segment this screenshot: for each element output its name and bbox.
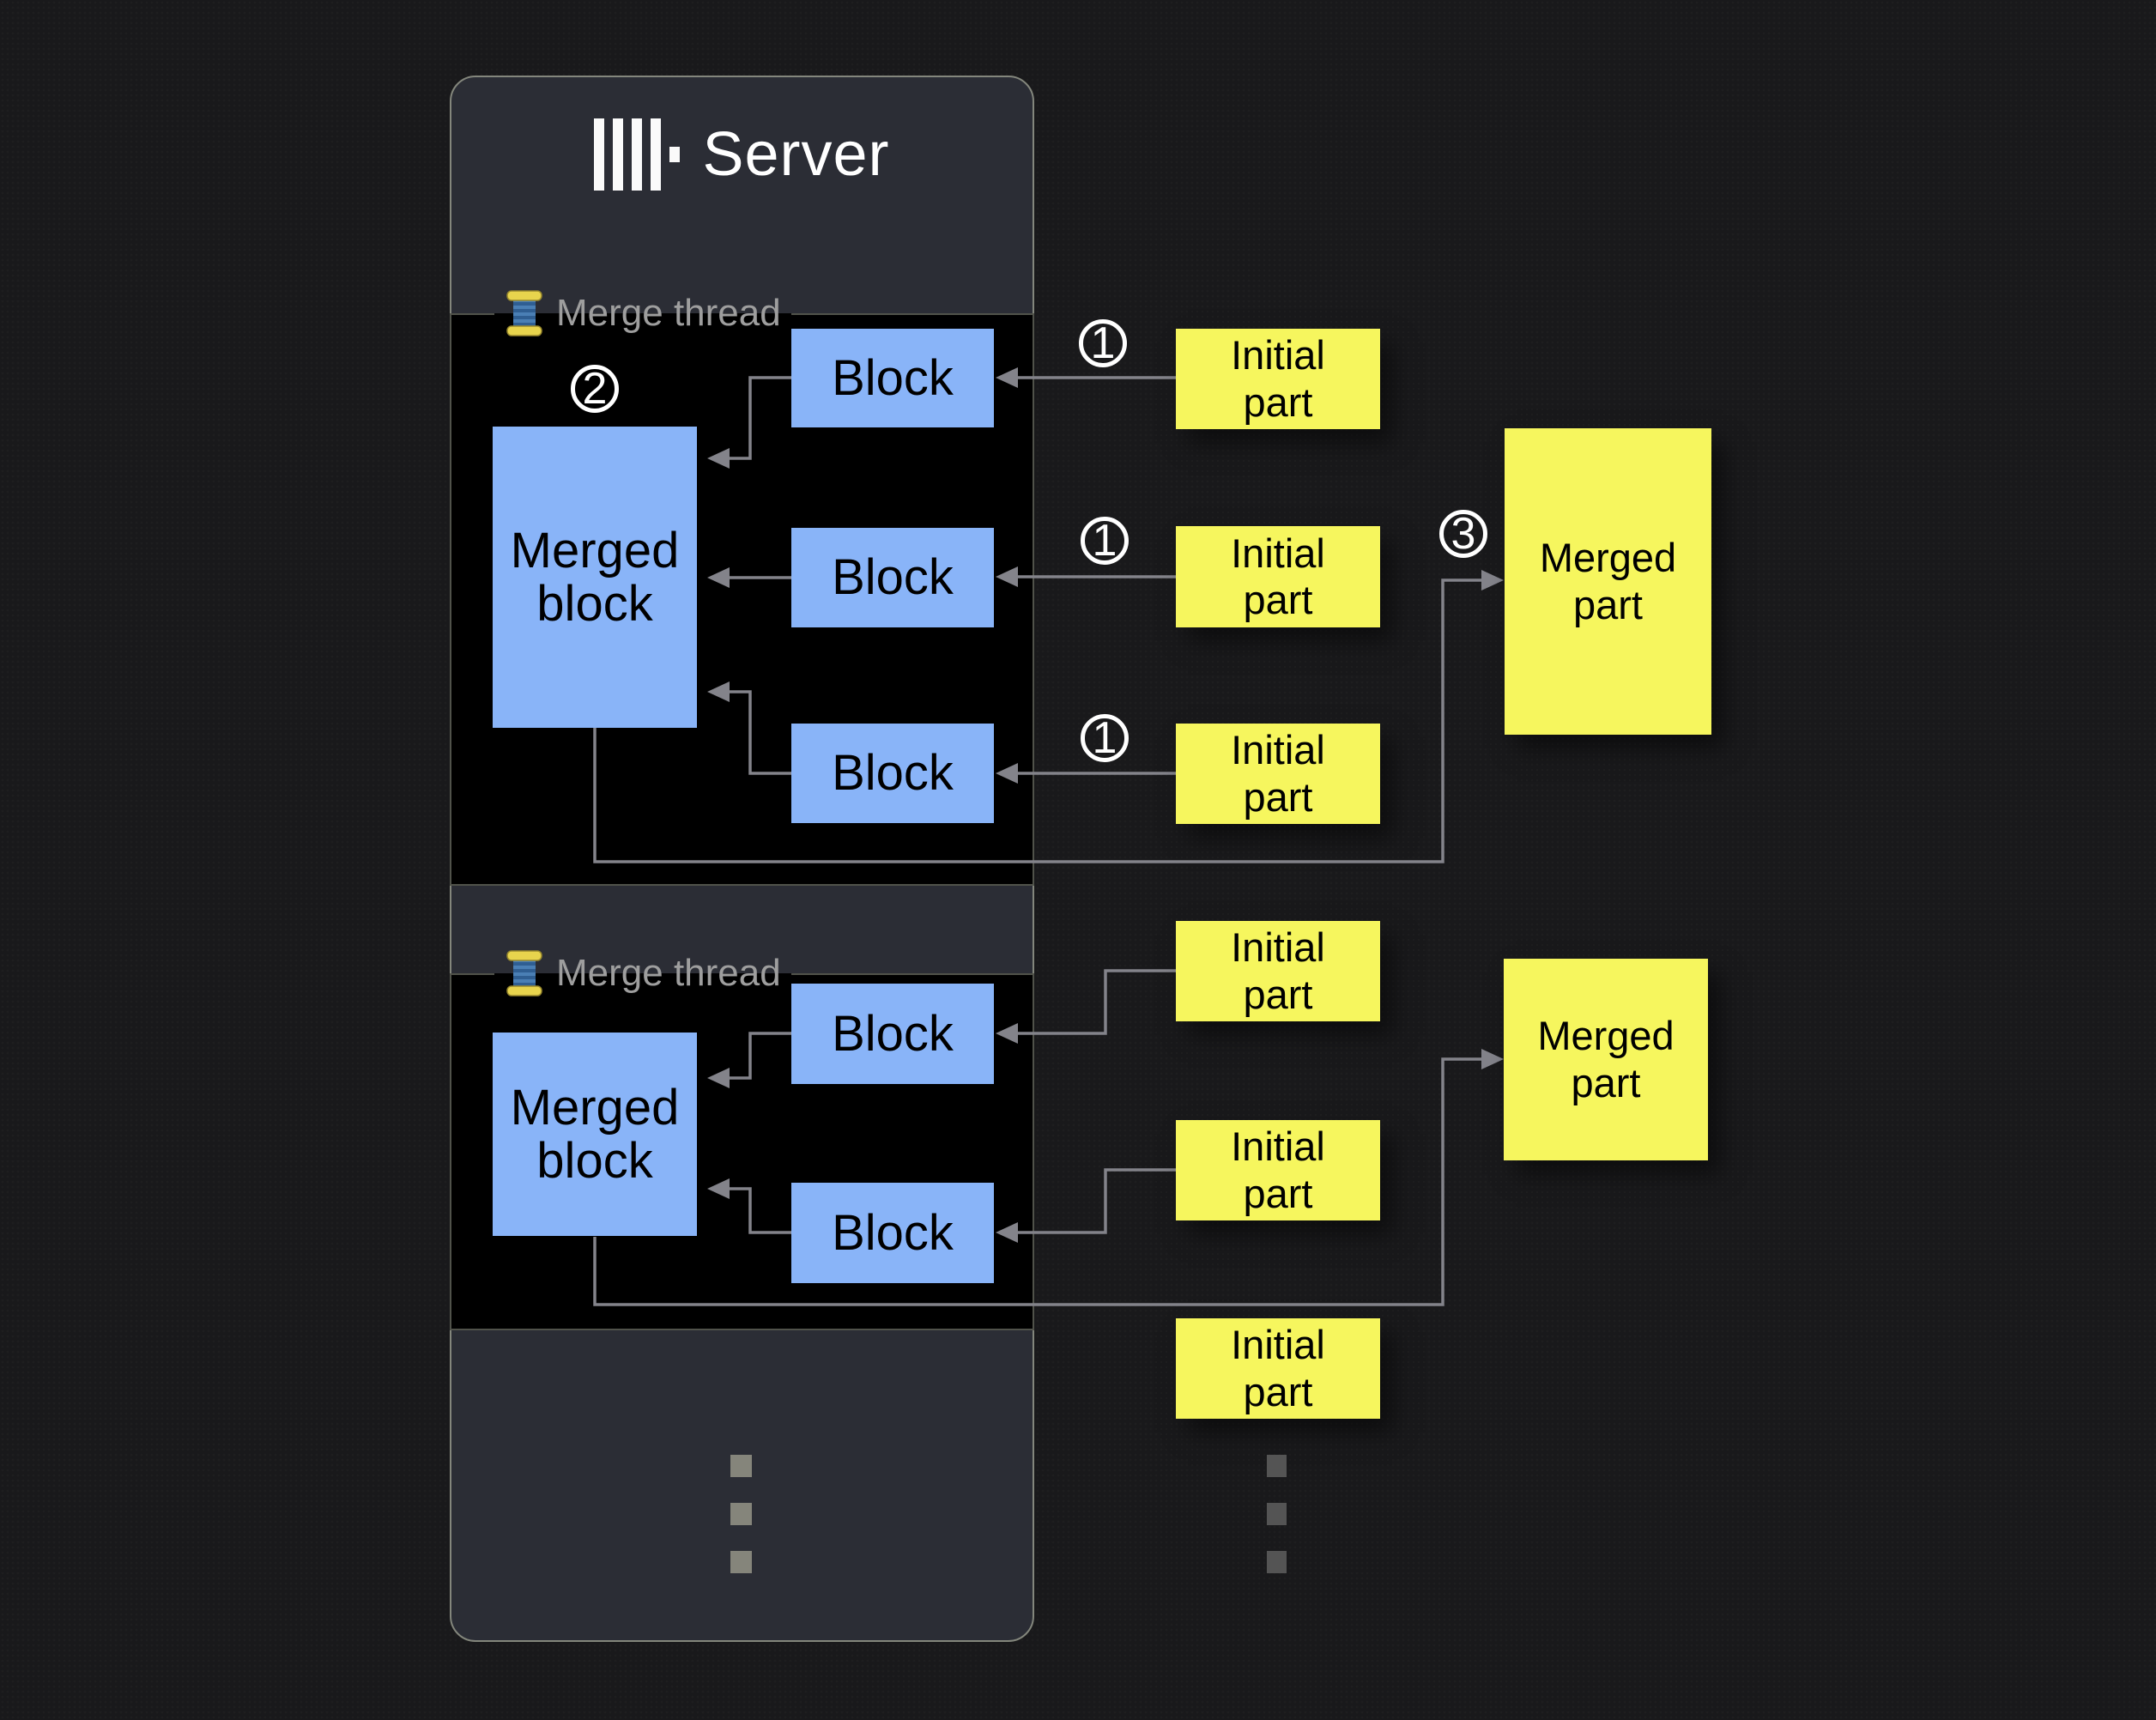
initial-part-5: Initial part bbox=[1176, 1120, 1380, 1220]
merged-part-2: Merged part bbox=[1504, 959, 1708, 1160]
vertical-ellipsis-server bbox=[730, 1455, 752, 1573]
merge-thread-label-text: Merge thread bbox=[556, 952, 781, 994]
merge-thread-label-text: Merge thread bbox=[556, 292, 781, 334]
ellipsis-dot bbox=[730, 1455, 752, 1477]
vertical-ellipsis-parts bbox=[1267, 1455, 1287, 1573]
server-title: Server bbox=[450, 112, 1034, 197]
initial-part-6: Initial part bbox=[1176, 1318, 1380, 1419]
merged-part-1: Merged part bbox=[1505, 428, 1711, 735]
merged-block-1: Merged block bbox=[493, 427, 697, 728]
ellipsis-dot bbox=[1267, 1455, 1287, 1477]
merge-thread-label-2: Merge thread bbox=[494, 946, 791, 1001]
block-2: Block bbox=[791, 528, 994, 627]
ellipsis-dot bbox=[1267, 1551, 1287, 1573]
block-1: Block bbox=[791, 329, 994, 427]
step-badge-1a: 1 bbox=[1079, 319, 1127, 367]
initial-part-4: Initial part bbox=[1176, 921, 1380, 1021]
step-badge-1c: 1 bbox=[1081, 714, 1129, 762]
ellipsis-dot bbox=[730, 1503, 752, 1525]
merge-thread-label-1: Merge thread bbox=[494, 286, 791, 341]
block-4: Block bbox=[791, 984, 994, 1084]
initial-part-1: Initial part bbox=[1176, 329, 1380, 429]
step-badge-3: 3 bbox=[1439, 510, 1487, 558]
clickhouse-logo-icon bbox=[594, 118, 681, 191]
ellipsis-dot bbox=[1267, 1503, 1287, 1525]
thread-spool-icon bbox=[506, 290, 542, 336]
initial-part-3: Initial part bbox=[1176, 724, 1380, 824]
block-5: Block bbox=[791, 1183, 994, 1283]
thread-spool-icon bbox=[506, 950, 542, 996]
step-badge-1b: 1 bbox=[1081, 517, 1129, 565]
server-title-text: Server bbox=[702, 120, 890, 189]
step-badge-2: 2 bbox=[571, 365, 619, 413]
initial-part-2: Initial part bbox=[1176, 526, 1380, 627]
ellipsis-dot bbox=[730, 1551, 752, 1573]
block-3: Block bbox=[791, 724, 994, 823]
merged-block-2: Merged block bbox=[493, 1033, 697, 1236]
